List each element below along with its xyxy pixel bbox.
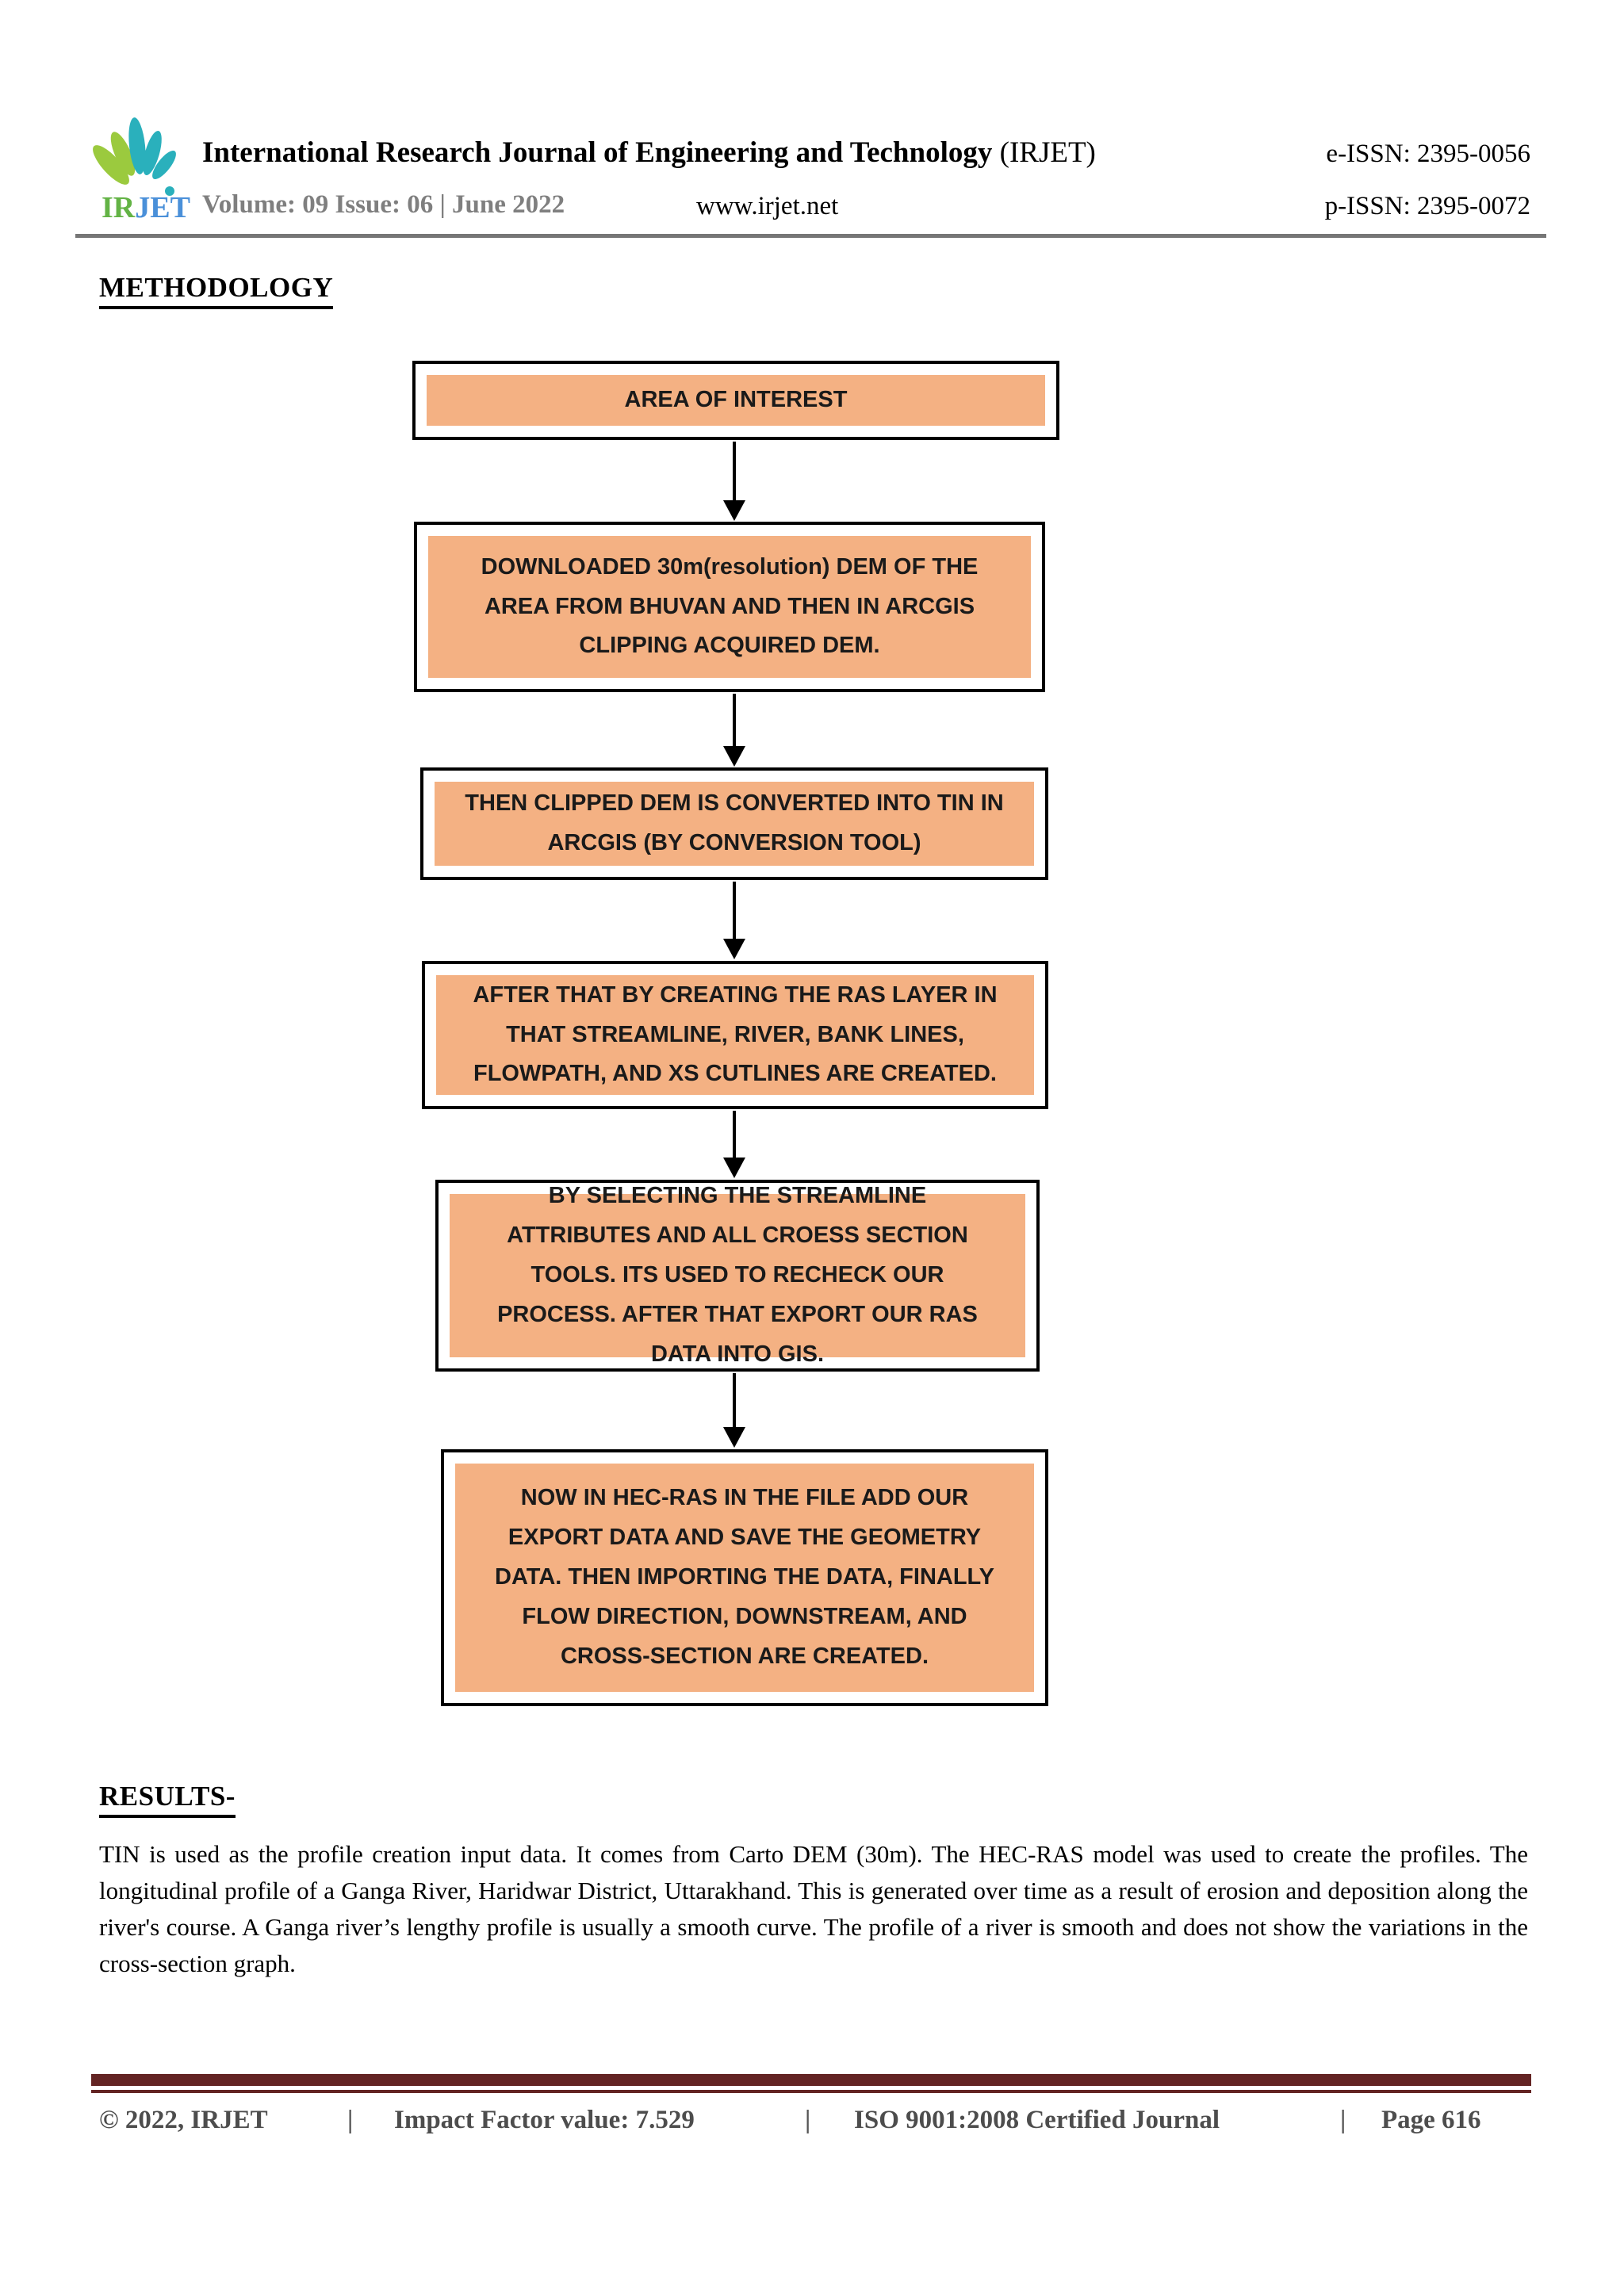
flow-arrow-4	[723, 1111, 745, 1178]
footer-impact-factor: Impact Factor value: 7.529	[394, 2106, 695, 2134]
journal-title: International Research Journal of Engine…	[202, 135, 1096, 171]
journal-title-main: International Research Journal of Engine…	[202, 136, 993, 169]
footer-thin-rule	[91, 2090, 1531, 2093]
flowchart-step-5: BY SELECTING THE STREAMLINE ATTRIBUTES A…	[435, 1180, 1040, 1372]
footer: © 2022, IRJET | Impact Factor value: 7.5…	[0, 2106, 1624, 2145]
flow-arrow-1	[723, 442, 745, 521]
logo-text-jet: JET	[135, 191, 190, 224]
flowchart-step-6: NOW IN HEC-RAS IN THE FILE ADD OUR EXPOR…	[441, 1449, 1048, 1706]
footer-page-number: Page 616	[1381, 2106, 1481, 2134]
methodology-heading: METHODOLOGY	[99, 272, 334, 309]
flowchart-step-2-text: DOWNLOADED 30m(resolution) DEM OF THE AR…	[428, 536, 1031, 678]
flow-arrow-5	[723, 1373, 745, 1448]
results-paragraph: TIN is used as the profile creation inpu…	[99, 1840, 1528, 1977]
flow-arrow-2	[723, 694, 745, 767]
p-issn: p-ISSN: 2395-0072	[1324, 192, 1530, 220]
flow-arrow-3	[723, 882, 745, 959]
footer-separator-2: |	[805, 2106, 811, 2134]
results-heading: RESULTS-	[99, 1781, 236, 1818]
footer-copyright: © 2022, IRJET	[99, 2106, 268, 2134]
irjet-logo: IRJET	[87, 116, 194, 235]
flowchart-step-2: DOWNLOADED 30m(resolution) DEM OF THE AR…	[414, 522, 1045, 692]
journal-title-suffix: (IRJET)	[992, 136, 1096, 169]
flowchart-step-3: THEN CLIPPED DEM IS CONVERTED INTO TIN I…	[420, 767, 1048, 880]
footer-separator-1: |	[347, 2106, 354, 2134]
journal-website: www.irjet.net	[696, 192, 839, 220]
e-issn: e-ISSN: 2395-0056	[1326, 140, 1530, 168]
volume-issue: Volume: 09 Issue: 06 | June 2022	[202, 190, 565, 219]
footer-thick-rule	[91, 2074, 1531, 2086]
flowchart-step-3-text: THEN CLIPPED DEM IS CONVERTED INTO TIN I…	[435, 782, 1034, 866]
footer-certification: ISO 9001:2008 Certified Journal	[854, 2106, 1220, 2134]
flowchart-step-1: AREA OF INTEREST	[412, 361, 1059, 440]
header-divider	[75, 234, 1546, 238]
svg-text:IRJET: IRJET	[102, 191, 190, 224]
flowchart-step-1-text: AREA OF INTEREST	[427, 375, 1045, 426]
flowchart-step-6-text: NOW IN HEC-RAS IN THE FILE ADD OUR EXPOR…	[455, 1464, 1034, 1692]
flowchart-step-5-text: BY SELECTING THE STREAMLINE ATTRIBUTES A…	[450, 1183, 1025, 1367]
logo-text-ir: IR	[102, 191, 136, 224]
flowchart-step-4-text: AFTER THAT BY CREATING THE RAS LAYER IN …	[436, 975, 1034, 1095]
irjet-logo-leaves: IRJET	[93, 117, 190, 224]
footer-separator-3: |	[1340, 2106, 1346, 2134]
flowchart-step-4: AFTER THAT BY CREATING THE RAS LAYER IN …	[422, 961, 1048, 1109]
